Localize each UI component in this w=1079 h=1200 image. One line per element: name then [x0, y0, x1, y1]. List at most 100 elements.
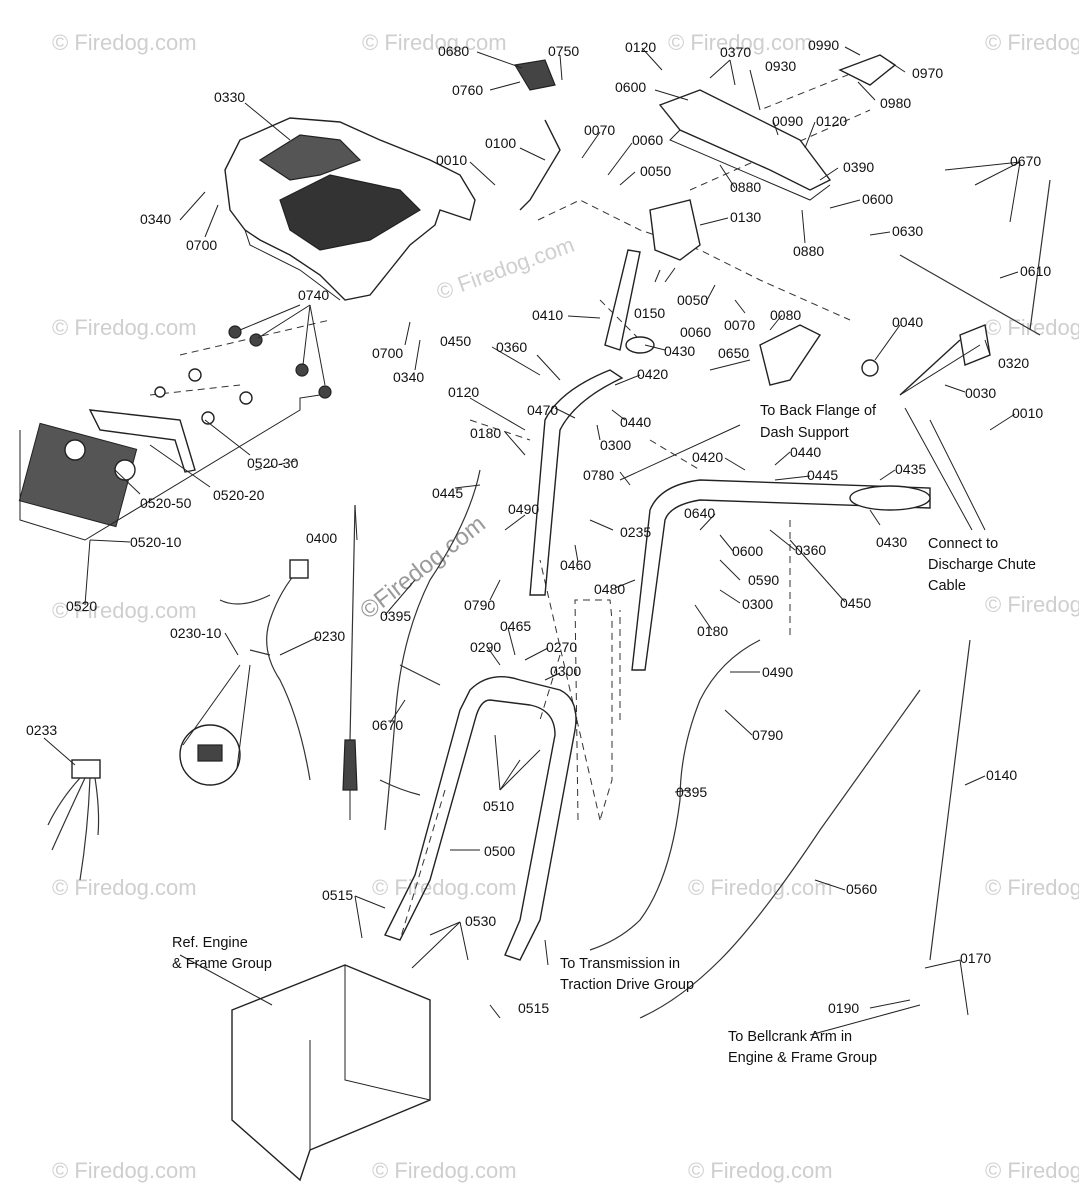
notes: To Back Flange of Dash Support Connect t…	[172, 403, 1036, 1066]
part-label: 0700	[372, 345, 403, 361]
watermark: © Firedog.com	[52, 30, 197, 55]
part-label: 0360	[795, 542, 826, 558]
part-label: 0360	[496, 339, 527, 355]
part-label: 0560	[846, 881, 877, 897]
part-label: 0600	[732, 543, 763, 559]
switch-0680	[514, 59, 556, 91]
part-label: 0410	[532, 307, 563, 323]
engine-frame	[231, 964, 431, 1182]
watermark: © Firedog.com	[668, 30, 813, 55]
part-label: 0120	[625, 39, 656, 55]
part-label: 0970	[912, 65, 943, 81]
part-label: 0430	[664, 343, 695, 359]
part-label: 0010	[1012, 405, 1043, 421]
part-label: 0460	[560, 557, 591, 573]
part-label: 0510	[483, 798, 514, 814]
part-label: 0440	[790, 444, 821, 460]
part-label: 0420	[692, 449, 723, 465]
part-label: 0880	[730, 179, 761, 195]
part-label: 0440	[620, 414, 651, 430]
note-ref-engine-line2: & Frame Group	[172, 956, 272, 972]
note-discharge-line2: Discharge Chute	[928, 557, 1036, 573]
part-label: 0980	[880, 95, 911, 111]
cable-0395-left	[379, 469, 481, 831]
watermark: © Firedog.com	[52, 1158, 197, 1183]
part-label: 0630	[892, 223, 923, 239]
part-label: 0235	[620, 524, 651, 540]
part-label: 0430	[876, 534, 907, 550]
part-label: 0610	[1020, 263, 1051, 279]
part-labels: 0680 0750 0760 0120 0370 0990 0970 0980 …	[26, 37, 1051, 1016]
part-label: 0370	[720, 44, 751, 60]
part-label: 0120	[448, 384, 479, 400]
part-label: 0190	[828, 1000, 859, 1016]
part-label: 0340	[393, 369, 424, 385]
part-label: 0880	[793, 243, 824, 259]
part-label: 0270	[546, 639, 577, 655]
part-label: 0230	[314, 628, 345, 644]
part-label: 0140	[986, 767, 1017, 783]
part-label: 0760	[452, 82, 483, 98]
part-label: 0490	[508, 501, 539, 517]
part-label: 0400	[306, 530, 337, 546]
note-back-flange-line1: To Back Flange of	[760, 403, 877, 419]
part-label: 0300	[550, 663, 581, 679]
part-label: 0030	[965, 385, 996, 401]
part-label: 0740	[298, 287, 329, 303]
part-label: 0670	[372, 717, 403, 733]
note-bellcrank-line2: Engine & Frame Group	[728, 1050, 877, 1066]
part-label: 0680	[438, 43, 469, 59]
watermark: © Firedog.com	[985, 30, 1079, 55]
part-label: 0180	[697, 623, 728, 639]
bracket-0130	[649, 199, 701, 261]
part-label: 0990	[808, 37, 839, 53]
part-label: 0445	[432, 485, 463, 501]
part-label: 0700	[186, 237, 217, 253]
part-label: 0420	[637, 366, 668, 382]
part-label: 0490	[762, 664, 793, 680]
watermark: © Firedog.com	[688, 875, 833, 900]
part-label: 0290	[470, 639, 501, 655]
washer-0040	[861, 359, 879, 377]
part-label: 0790	[752, 727, 783, 743]
part-label: 0395	[676, 784, 707, 800]
part-artwork	[18, 54, 1051, 1182]
part-label: 0060	[680, 324, 711, 340]
part-label: 0780	[583, 467, 614, 483]
part-label: 0480	[594, 581, 625, 597]
watermark: © Firedog.com	[688, 1158, 833, 1183]
watermark: © Firedog.com	[433, 232, 577, 305]
part-label: 0600	[862, 191, 893, 207]
part-label: 0445	[807, 467, 838, 483]
part-label: 0090	[772, 113, 803, 129]
part-label: 0435	[895, 461, 926, 477]
cables-right	[589, 179, 1051, 1019]
part-label: 0080	[770, 307, 801, 323]
chute-crank	[759, 324, 822, 386]
part-label: 0500	[484, 843, 515, 859]
note-discharge-line1: Connect to	[928, 536, 998, 552]
wire-harness	[179, 559, 311, 786]
part-label: 0590	[748, 572, 779, 588]
part-label: 0170	[960, 950, 991, 966]
part-label: 0130	[730, 209, 761, 225]
note-ref-engine-line1: Ref. Engine	[172, 935, 248, 951]
part-label: 0395	[380, 608, 411, 624]
part-label: 0515	[518, 1000, 549, 1016]
part-label: 0320	[998, 355, 1029, 371]
upper-handle	[529, 249, 931, 671]
watermark: © Firedog.com	[372, 1158, 517, 1183]
watermarks: © Firedog.com © Firedog.com © Firedog.co…	[52, 30, 1079, 1183]
lower-handle	[384, 676, 577, 961]
part-label: 0600	[615, 79, 646, 95]
part-label: 0470	[527, 402, 558, 418]
watermark: © Firedog.com	[52, 598, 197, 623]
watermark: © Firedog.com	[985, 875, 1079, 900]
dash-support	[658, 89, 832, 201]
note-transmission-line1: To Transmission in	[560, 956, 680, 972]
part-label: 0300	[600, 437, 631, 453]
part-label: 0670	[1010, 153, 1041, 169]
note-bellcrank-line1: To Bellcrank Arm in	[728, 1029, 852, 1045]
bulb-sockets	[154, 325, 332, 425]
